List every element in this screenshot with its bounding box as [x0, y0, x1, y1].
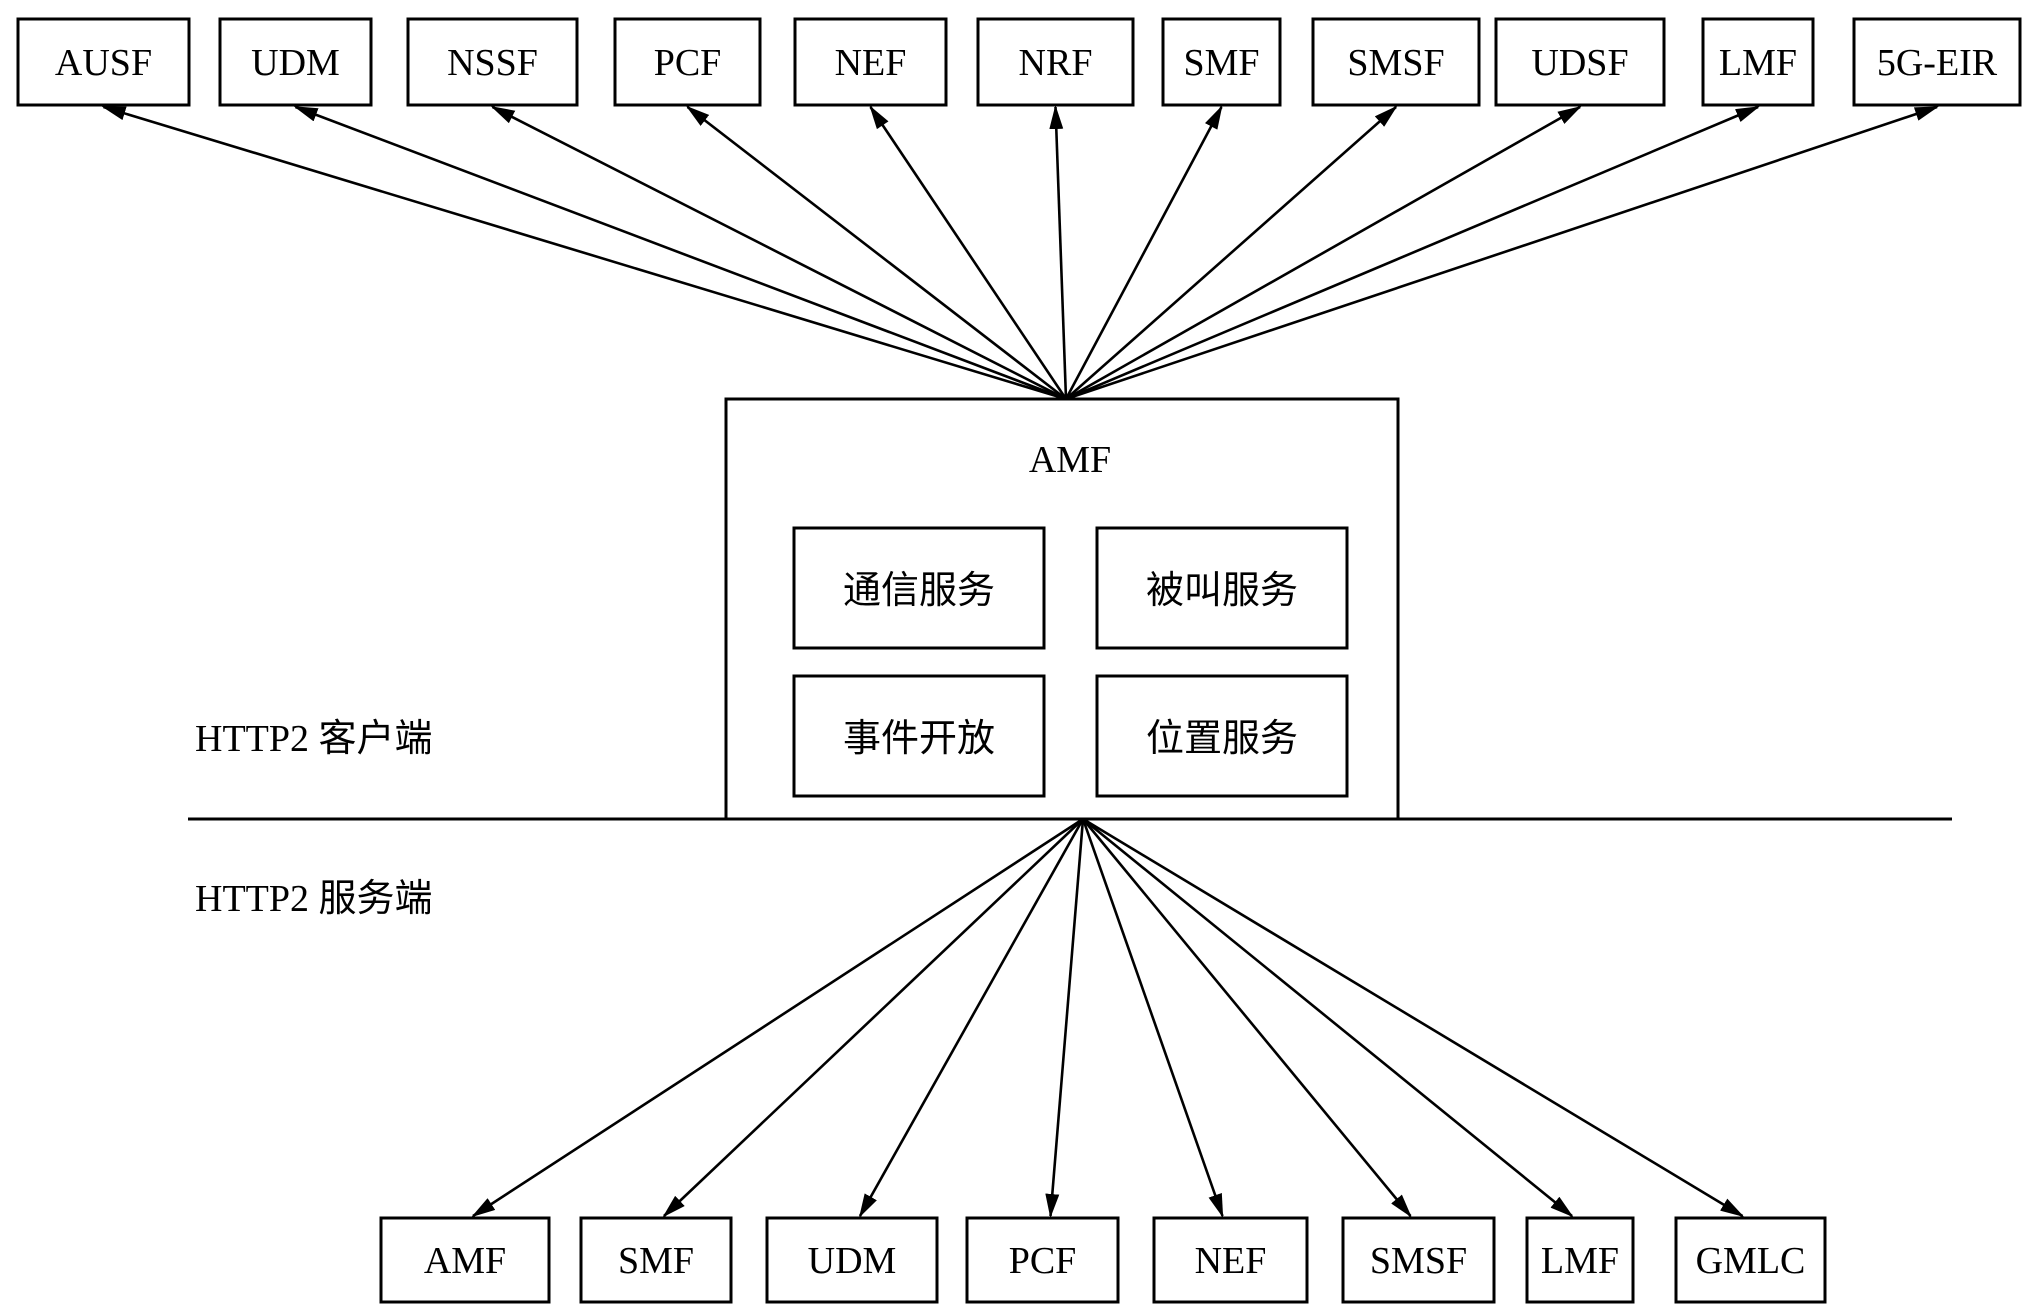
nf-box-frame — [1701, 17, 1815, 107]
nf-box-frame — [1341, 1216, 1496, 1304]
arrow-to-smsf — [1081, 818, 1412, 1218]
service-label: 位置服务 — [1146, 716, 1298, 760]
consumed-nf-row: AUSF UDM NSSF PCF NEF NRF SMF SMSF UDSF LMF 5G-EIR — [16, 17, 2022, 107]
arrow-to-amf — [471, 817, 1084, 1218]
arrow-to-5g-eir — [1065, 105, 1939, 401]
nf-label: NEF — [835, 42, 907, 84]
http2-server-label: HTTP2 服务端 — [195, 878, 433, 920]
nf-box-frame — [406, 17, 579, 107]
nf-label: LMF — [1719, 42, 1797, 84]
service-label: 被叫服务 — [1146, 568, 1298, 612]
arrow-to-ausf — [101, 105, 1067, 401]
nf-label: UDM — [251, 42, 340, 84]
arrow-to-nssf — [490, 105, 1067, 401]
nf-label: AMF — [424, 1240, 506, 1282]
nf-box-frame — [965, 1216, 1120, 1304]
nf-label: 5G-EIR — [1877, 42, 1998, 84]
nf-label: LMF — [1541, 1240, 1619, 1282]
nf-box-frame — [1494, 17, 1666, 107]
nf-label: SMF — [1183, 42, 1259, 84]
nf-box-frame — [793, 17, 948, 107]
server-arrows — [471, 817, 1745, 1218]
arrow-to-udsf — [1065, 105, 1582, 401]
nf-label: PCF — [1009, 1240, 1077, 1282]
nf-box-gmlc: GMLC — [1674, 1216, 1827, 1304]
service-box — [792, 526, 1046, 650]
nf-box-frame — [579, 1216, 733, 1304]
arrow-to-nef — [869, 105, 1068, 400]
arrow-to-lmf — [1082, 817, 1574, 1218]
arrow-to-nrf — [1049, 105, 1068, 400]
nf-box-amf: AMF — [379, 1216, 551, 1304]
service-box — [792, 674, 1046, 798]
nf-label: UDSF — [1531, 42, 1628, 84]
nf-box-frame — [1311, 17, 1481, 107]
nf-box-nef: NEF — [793, 17, 948, 107]
arrow-to-pcf — [685, 105, 1067, 401]
nf-box-lmf: LMF — [1701, 17, 1815, 107]
nf-label: SMF — [618, 1240, 694, 1282]
arrow-to-smsf — [1065, 105, 1398, 400]
nf-box-smsf: SMSF — [1341, 1216, 1496, 1304]
arrow-to-pcf — [1045, 818, 1085, 1218]
nf-label: PCF — [654, 42, 722, 84]
nf-box-frame — [765, 1216, 939, 1304]
arrow-to-lmf — [1065, 105, 1760, 401]
nf-box-smsf: SMSF — [1311, 17, 1481, 107]
http2-client-label: HTTP2 客户端 — [195, 718, 433, 760]
arrow-to-smf — [662, 818, 1084, 1218]
nf-box-udm: UDM — [218, 17, 373, 107]
nf-label: AUSF — [55, 42, 152, 84]
nf-box-frame — [16, 17, 191, 107]
nf-box-udm: UDM — [765, 1216, 939, 1304]
nf-box-frame — [1674, 1216, 1827, 1304]
nf-box-frame — [1161, 17, 1282, 107]
arrow-to-gmlc — [1082, 817, 1745, 1218]
client-arrows — [101, 105, 1939, 401]
service-label: 通信服务 — [843, 568, 995, 612]
nf-label: NRF — [1019, 42, 1093, 84]
consumer-nf-row: AMF SMF UDM PCF NEF SMSF LMF GMLC — [379, 1216, 1827, 1304]
amf-service-mt: 被叫服务 — [1095, 526, 1349, 650]
service-box — [1095, 674, 1349, 798]
nf-box-udsf: UDSF — [1494, 17, 1666, 107]
amf-box: AMF 通信服务 被叫服务 事件开放 位置服务 — [724, 397, 1400, 821]
nf-box-smf: SMF — [579, 1216, 733, 1304]
nf-label: GMLC — [1696, 1240, 1806, 1282]
service-box — [1095, 526, 1349, 650]
nf-label: NSSF — [447, 42, 538, 84]
nf-box-frame — [379, 1216, 551, 1304]
nf-box-frame — [1152, 1216, 1309, 1304]
nf-label: UDM — [808, 1240, 897, 1282]
nf-box-frame — [218, 17, 373, 107]
nf-box-5g-eir: 5G-EIR — [1852, 17, 2022, 107]
nf-box-nrf: NRF — [976, 17, 1135, 107]
amf-title: AMF — [1029, 439, 1111, 481]
nf-label: SMSF — [1370, 1240, 1467, 1282]
amf-service-location: 位置服务 — [1095, 674, 1349, 798]
arrow-to-smf — [1064, 105, 1223, 400]
arrow-to-nef — [1081, 818, 1224, 1218]
nf-box-pcf: PCF — [965, 1216, 1120, 1304]
nf-box-frame — [976, 17, 1135, 107]
arrow-to-udm — [858, 818, 1085, 1218]
nf-box-frame — [1852, 17, 2022, 107]
nf-label: SMSF — [1347, 42, 1444, 84]
nf-label: NEF — [1195, 1240, 1267, 1282]
nf-box-frame — [613, 17, 762, 107]
nf-box-ausf: AUSF — [16, 17, 191, 107]
nf-box-nssf: NSSF — [406, 17, 579, 107]
nf-box-frame — [1525, 1216, 1635, 1304]
service-label: 事件开放 — [843, 716, 995, 760]
arrow-to-udm — [293, 105, 1067, 401]
nf-box-smf: SMF — [1161, 17, 1282, 107]
nf-box-lmf: LMF — [1525, 1216, 1635, 1304]
nf-box-nef: NEF — [1152, 1216, 1309, 1304]
amf-service-communication: 通信服务 — [792, 526, 1046, 650]
nf-box-pcf: PCF — [613, 17, 762, 107]
amf-service-event-exposure: 事件开放 — [792, 674, 1046, 798]
